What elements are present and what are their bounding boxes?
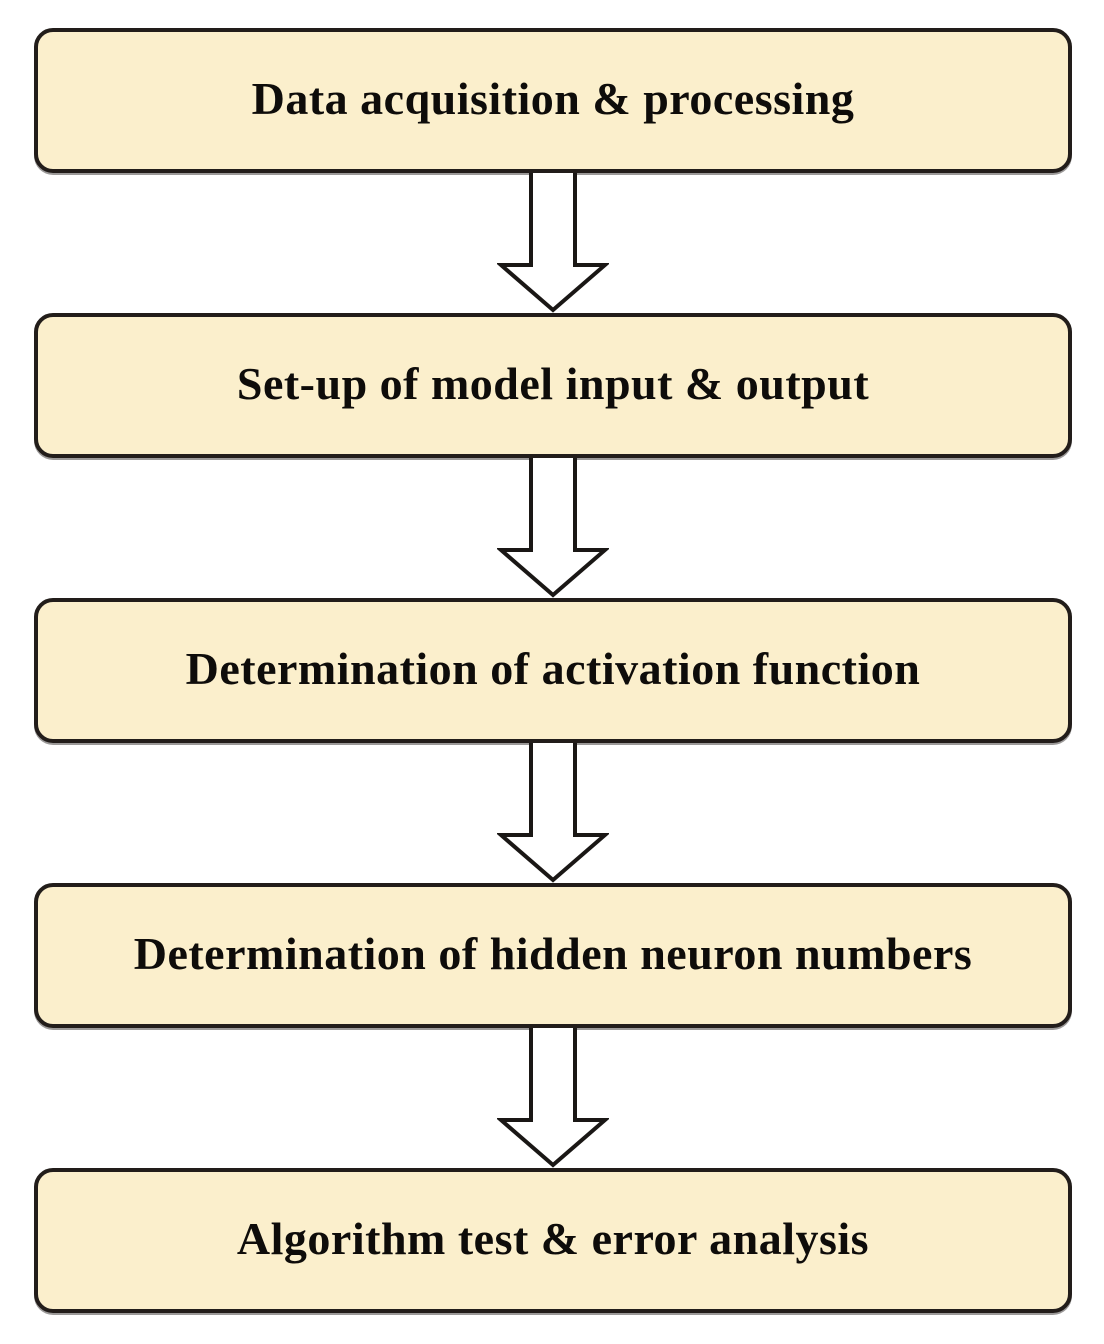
down-arrow-icon: [497, 173, 609, 313]
down-arrow-icon: [497, 458, 609, 598]
flow-step-hidden-neuron-numbers: Determination of hidden neuron numbers: [34, 883, 1072, 1028]
flow-step-label: Algorithm test & error analysis: [236, 1212, 870, 1264]
flow-step-label: Data acquisition & processing: [251, 72, 855, 124]
flow-step-label: Determination of activation function: [185, 642, 921, 694]
down-arrow-icon: [497, 743, 609, 883]
flow-step-algorithm-test: Algorithm test & error analysis: [34, 1168, 1072, 1313]
down-arrow-icon: [497, 1028, 609, 1168]
flow-step-label: Set-up of model input & output: [236, 357, 870, 409]
flow-step-model-input-output: Set-up of model input & output: [34, 313, 1072, 458]
flow-step-label: Determination of hidden neuron numbers: [133, 927, 973, 979]
flow-step-data-acquisition: Data acquisition & processing: [34, 28, 1072, 173]
flow-step-activation-function: Determination of activation function: [34, 598, 1072, 743]
